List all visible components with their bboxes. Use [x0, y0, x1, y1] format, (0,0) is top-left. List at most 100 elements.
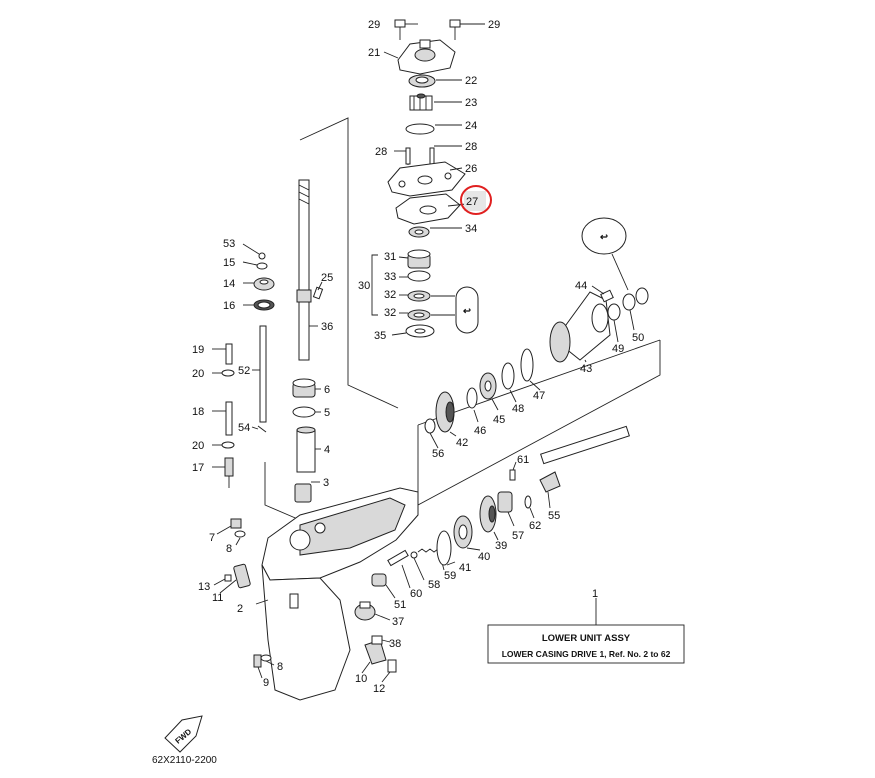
callout-18: 18: [192, 406, 204, 418]
bolt-7: [230, 518, 242, 529]
callout-47: 47: [533, 390, 545, 402]
callout-34: 34: [465, 223, 477, 235]
callout-35: 35: [374, 330, 386, 342]
callout-58: 58: [428, 579, 440, 591]
callout-31: 31: [384, 251, 396, 263]
bearing-40: [453, 515, 473, 549]
callout-48: 48: [512, 403, 524, 415]
callout-41: 41: [459, 562, 471, 574]
insert-cartridge-22: [408, 74, 436, 88]
o-ring-15: [256, 262, 268, 270]
o-ring-47: [520, 348, 534, 382]
callout-46: 46: [474, 425, 486, 437]
callout-8-upper: 8: [226, 543, 232, 555]
callout-38: 38: [389, 638, 401, 650]
clip-53: [258, 252, 266, 260]
callout-20-lower: 20: [192, 440, 204, 452]
callout-61: 61: [517, 454, 529, 466]
drive-shaft-bearings: [292, 378, 321, 503]
cam-51: [371, 573, 387, 587]
callout-28-right: 28: [465, 141, 477, 153]
callout-5: 5: [324, 407, 330, 419]
forward-direction-arrow: FWD: [164, 715, 203, 753]
plug-19: [225, 343, 233, 365]
washer-49: [607, 303, 621, 321]
callout-24: 24: [465, 120, 477, 132]
callout-32-lower: 32: [384, 307, 396, 319]
o-ring-24: [405, 123, 435, 135]
oil-seal-34: [408, 226, 430, 238]
shim-5: [292, 406, 316, 418]
callout-19: 19: [192, 344, 204, 356]
callout-44: 44: [575, 280, 587, 292]
water-pump-parts: ↩: [383, 19, 492, 338]
assembly-subtitle: LOWER CASING DRIVE 1, Ref. No. 2 to 62: [502, 649, 671, 659]
callout-29-right: 29: [488, 19, 500, 31]
callout-21: 21: [368, 47, 380, 59]
callout-15: 15: [223, 257, 235, 269]
callout-17: 17: [192, 462, 204, 474]
callout-11: 11: [212, 592, 223, 604]
callout-labels: 29 29 21 22 23 24 28 28 26 27 34 31 33 3…: [192, 19, 644, 695]
ring-62: [524, 495, 532, 509]
gear-42: [435, 391, 455, 433]
callout-53: 53: [223, 238, 235, 250]
callout-36: 36: [321, 321, 333, 333]
bolt-29-left: [394, 19, 406, 40]
gasket-20-upper: [221, 369, 235, 377]
pinion-37: [354, 601, 376, 621]
callout-54: 54: [238, 422, 250, 434]
dowel-pin-28-right: [429, 147, 435, 165]
callout-52: 52: [238, 365, 250, 377]
oil-seal-housing-31: [407, 249, 431, 269]
bolt-44: [600, 289, 614, 303]
drawing-code: 62X2110-2200: [152, 755, 217, 766]
grease-symbol-box-32: ↩: [455, 286, 479, 334]
callout-28-left: 28: [375, 146, 387, 158]
callout-7: 7: [209, 532, 215, 544]
pipe-18: [225, 401, 233, 436]
callout-57: 57: [512, 530, 524, 542]
bearing-45: [479, 372, 497, 400]
washer-56: [424, 418, 436, 434]
seal-16: [253, 299, 275, 311]
propeller-shaft-parts: ↩: [424, 217, 649, 566]
bearing-6: [292, 378, 316, 398]
callout-14: 14: [223, 278, 235, 290]
callout-16: 16: [223, 300, 235, 312]
callout-33: 33: [384, 271, 396, 283]
callout-45: 45: [493, 414, 505, 426]
bearing-3: [294, 483, 312, 503]
callout-29-left: 29: [368, 19, 380, 31]
washer-8-lower: [260, 654, 272, 662]
callout-4: 4: [324, 444, 330, 456]
bolt-12: [387, 659, 397, 673]
casing-hardware: [213, 518, 397, 683]
group-outline-lines: [264, 117, 661, 521]
propeller-shaft-55: [539, 425, 630, 493]
gasket-20-lower: [221, 441, 235, 449]
callout-37: 37: [392, 616, 404, 628]
callout-62: 62: [529, 520, 541, 532]
callout-60: 60: [410, 588, 422, 600]
outer-plate-26: [387, 161, 466, 197]
anode-11: [233, 563, 251, 589]
callout-49: 49: [612, 343, 624, 355]
callout-8-lower: 8: [277, 661, 283, 673]
grease-symbol-box-43: ↩: [581, 217, 627, 255]
assembly-info-box: LOWER UNIT ASSY LOWER CASING DRIVE 1, Re…: [487, 624, 685, 664]
shim-48: [501, 362, 515, 390]
washer-8-upper: [234, 530, 246, 538]
shim-41: [436, 530, 452, 566]
callout-27: 27: [466, 196, 478, 208]
callout-55: 55: [548, 510, 560, 522]
shift-rod-parts: [212, 243, 275, 488]
svg-text:↩: ↩: [600, 232, 608, 243]
spring-59: [417, 548, 439, 553]
sleeve-4: [296, 426, 316, 473]
assembly-title: LOWER UNIT ASSY: [542, 633, 631, 644]
callout-1: 1: [592, 588, 598, 600]
impeller-23: [409, 93, 433, 111]
carrier-43: [549, 291, 611, 363]
